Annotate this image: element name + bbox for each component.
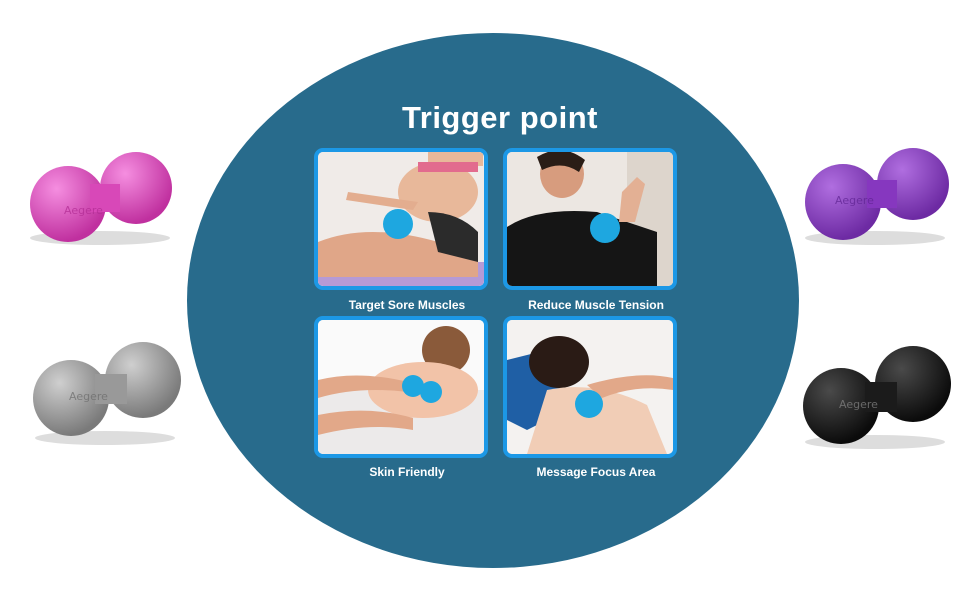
baby-back-massage-photo: [314, 316, 488, 458]
panel-caption: Message Focus Area: [536, 465, 656, 479]
svg-text:Aegere: Aegere: [69, 390, 108, 403]
page-title: Trigger point: [402, 100, 598, 135]
panel-caption: Target Sore Muscles: [348, 298, 466, 312]
blue-circle-background: [187, 33, 799, 568]
black-peanut-ball: Aegere: [795, 342, 955, 452]
purple-peanut-ball: Aegere: [795, 140, 955, 250]
panel-caption: Skin Friendly: [369, 465, 445, 479]
svg-text:Aegere: Aegere: [835, 194, 874, 207]
pink-peanut-ball: Aegere: [20, 140, 180, 250]
svg-text:Aegere: Aegere: [64, 204, 103, 217]
panel-caption: Reduce Muscle Tension: [528, 298, 664, 312]
gray-peanut-ball: Aegere: [25, 338, 185, 448]
sitting-woman-massage-photo: [314, 148, 488, 290]
neck-massage-photo: [503, 316, 677, 458]
shoulder-massage-photo: [503, 148, 677, 290]
svg-text:Aegere: Aegere: [839, 398, 878, 411]
